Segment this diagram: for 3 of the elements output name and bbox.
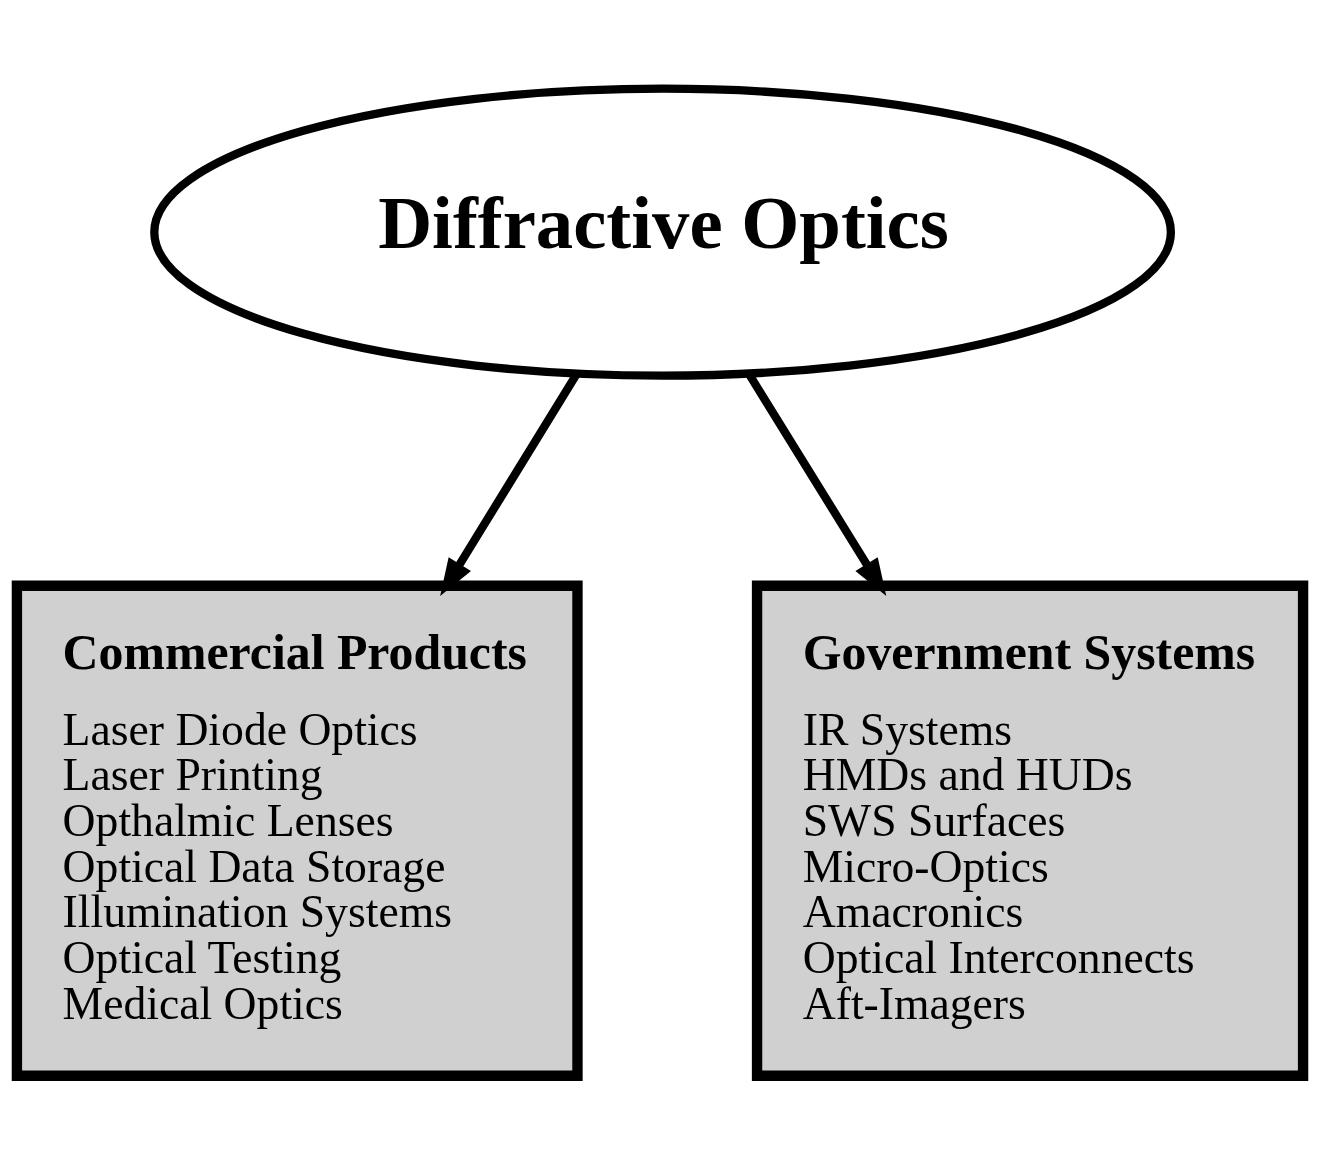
node-box: Government Systems IR Systems HMDs and HUDs SWS Surfaces Micro-Optics Amacronics Optical Interconnects Aft-Imagers xyxy=(751,580,1309,1081)
node-box: Commercial Products Laser Diode Optics Laser Printing Opthalmic Lenses Optical Data Storage Illumination Systems Optical Testing Medical Optics xyxy=(11,580,583,1081)
node-ellipse: Diffractive Optics xyxy=(150,84,1176,380)
